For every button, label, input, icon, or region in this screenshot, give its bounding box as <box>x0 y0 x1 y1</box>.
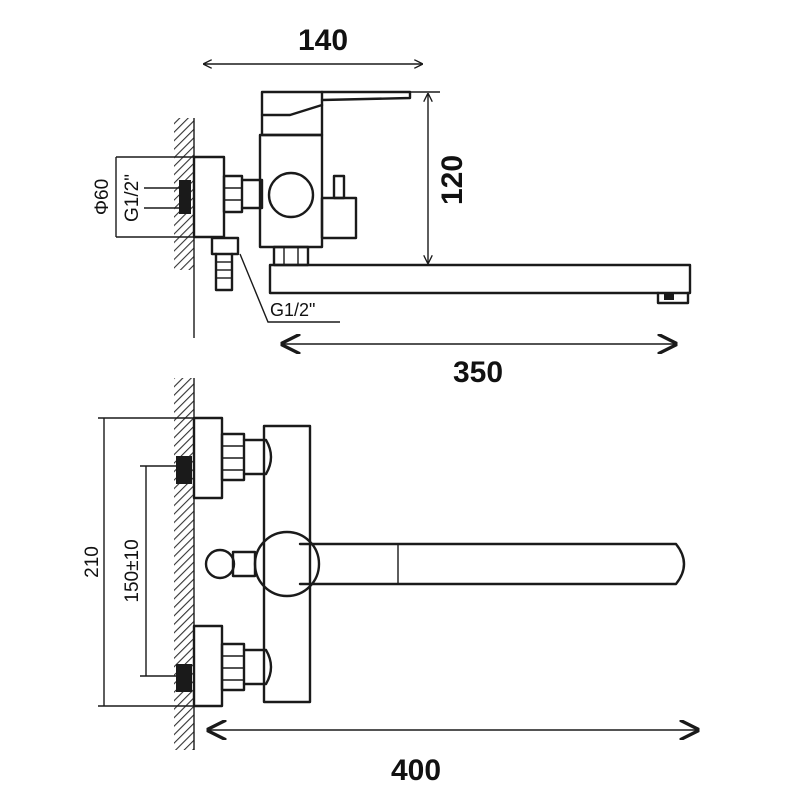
spout-nut-top <box>272 245 310 267</box>
diameter-label: Φ60 <box>92 179 113 215</box>
dim-210: 210 <box>82 546 103 578</box>
hose-connector <box>210 236 240 256</box>
flange-lower <box>192 624 224 708</box>
nut-top <box>222 174 244 214</box>
thread-label-left: G1/2" <box>122 174 143 222</box>
side-view: Φ60 G1/2" G1/2" 140 120 350 <box>92 24 692 389</box>
wall-pipe-lower <box>176 664 192 692</box>
diverter-knob-front <box>204 548 236 580</box>
lever-handle-top <box>260 90 324 137</box>
thread-label-bottom: G1/2" <box>270 300 315 320</box>
dim-140: 140 <box>298 24 348 57</box>
flange-top <box>192 155 226 239</box>
flange-upper <box>192 416 224 500</box>
dim-350: 350 <box>453 356 503 389</box>
diverter-knob-top <box>267 171 315 219</box>
dim-120: 120 <box>436 155 469 205</box>
spout-top <box>268 263 692 295</box>
spout-front <box>298 542 686 586</box>
mixer-body-front <box>262 424 312 704</box>
wall-hatch-front <box>174 378 194 750</box>
wall-pipe-upper <box>176 456 192 484</box>
front-view: 210 150±10 400 <box>82 378 698 787</box>
dim-150: 150±10 <box>122 539 143 602</box>
wall-pipe-top <box>179 180 191 214</box>
dim-400: 400 <box>391 754 441 787</box>
diverter-pin-top <box>320 196 358 240</box>
